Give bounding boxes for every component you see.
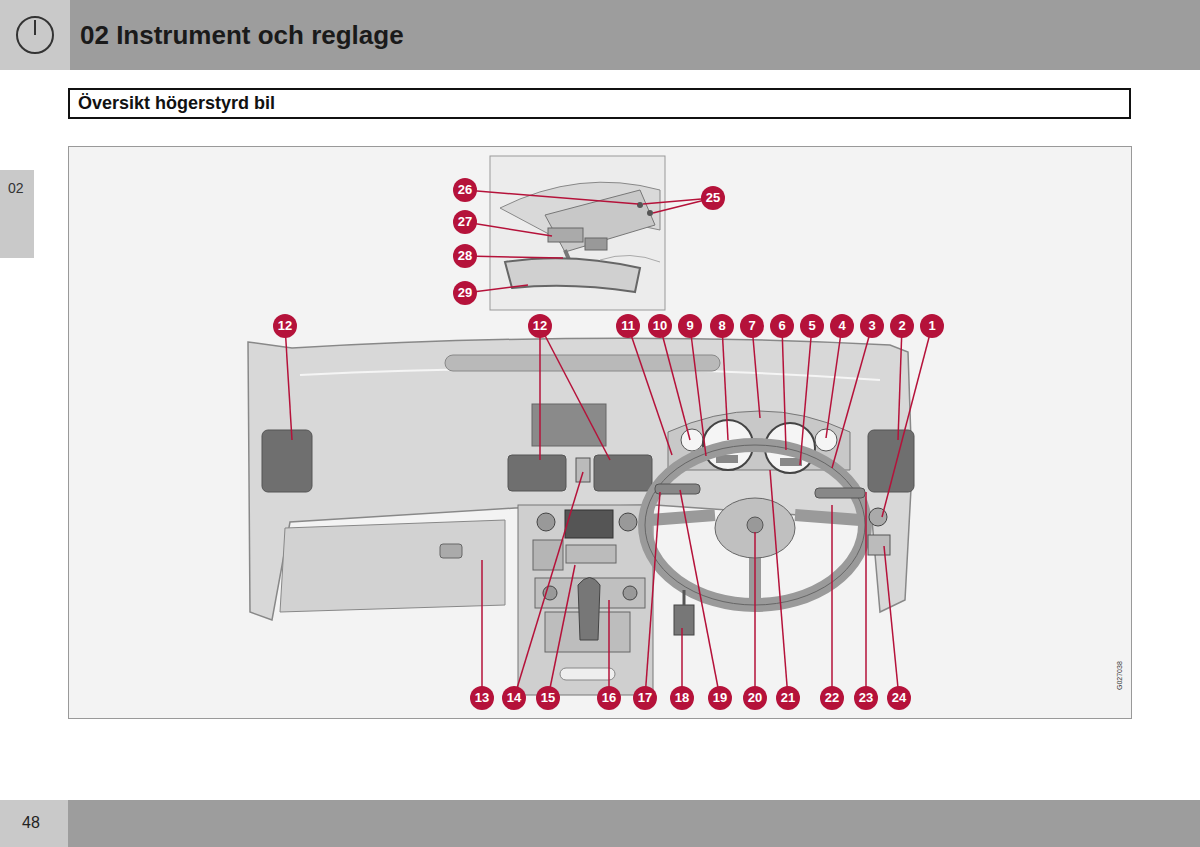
- callout-number: 1: [920, 314, 944, 338]
- callout-number: 8: [710, 314, 734, 338]
- section-heading: Översikt högerstyrd bil: [70, 90, 1129, 117]
- callout-number: 12: [528, 314, 552, 338]
- callout-number: 27: [453, 210, 477, 234]
- callout-number: 23: [854, 686, 878, 710]
- image-code: G027038: [1116, 661, 1123, 690]
- callout-number: 7: [740, 314, 764, 338]
- callout-number: 3: [860, 314, 884, 338]
- callout-number: 13: [470, 686, 494, 710]
- chapter-tab: 02: [8, 180, 24, 196]
- callout-number: 2: [890, 314, 914, 338]
- callout-number: 14: [502, 686, 526, 710]
- callout-number: 10: [648, 314, 672, 338]
- callout-number: 19: [708, 686, 732, 710]
- callout-number: 26: [453, 178, 477, 202]
- callout-number: 6: [770, 314, 794, 338]
- callout-number: 11: [616, 314, 640, 338]
- callout-number: 17: [633, 686, 657, 710]
- page-title: 02 Instrument och reglage: [80, 20, 404, 51]
- section-heading-box: Översikt högerstyrd bil: [68, 88, 1131, 119]
- callout-number: 16: [597, 686, 621, 710]
- page-number: 48: [22, 814, 40, 832]
- callout-number: 18: [670, 686, 694, 710]
- callout-number: 28: [453, 244, 477, 268]
- callout-number: 9: [678, 314, 702, 338]
- callout-number: 4: [830, 314, 854, 338]
- callout-number: 15: [536, 686, 560, 710]
- callout-number: 12: [273, 314, 297, 338]
- callout-number: 25: [701, 186, 725, 210]
- callout-number: 20: [743, 686, 767, 710]
- callout-number: 5: [800, 314, 824, 338]
- callout-number: 29: [453, 281, 477, 305]
- callout-number: 22: [820, 686, 844, 710]
- callout-number: 24: [887, 686, 911, 710]
- callout-number: 21: [776, 686, 800, 710]
